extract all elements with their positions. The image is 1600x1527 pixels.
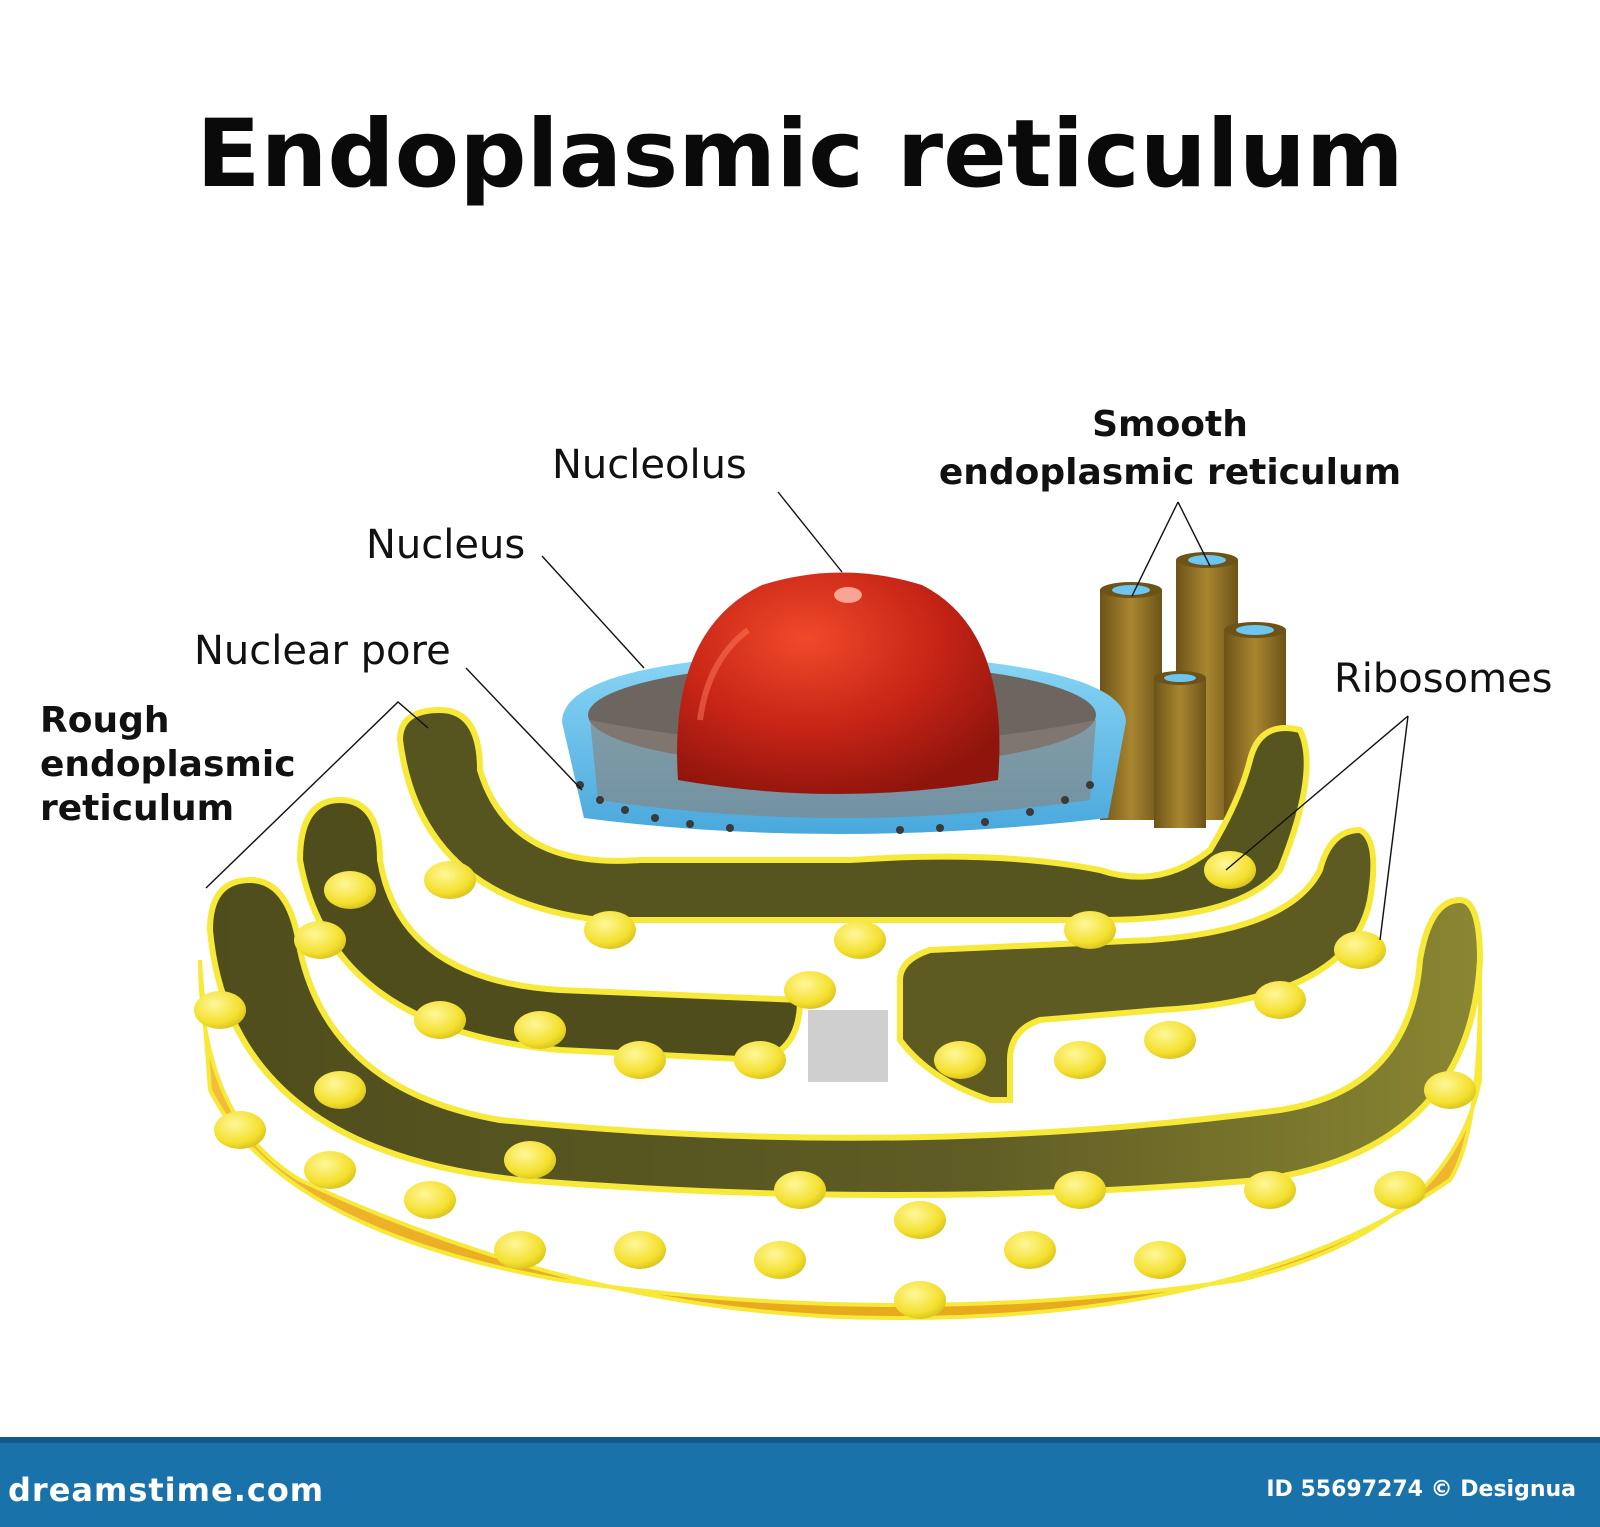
ribosome <box>1054 1041 1106 1079</box>
leader-lines <box>205 491 1409 941</box>
ribosome <box>774 1171 826 1209</box>
ribosome <box>834 921 886 959</box>
ribosomes <box>194 851 1476 1319</box>
label-smooth-er-line2: endoplasmic reticulum <box>939 452 1401 493</box>
nucleolus <box>677 572 1000 794</box>
ribosome <box>934 1041 986 1079</box>
label-nucleus: Nucleus <box>366 522 525 568</box>
ribosome <box>424 861 476 899</box>
label-nuclear-pore: Nuclear pore <box>194 628 451 674</box>
ribosome <box>1144 1021 1196 1059</box>
footer-bar: dreamstime.com ID 55697274 © Designua <box>0 1437 1600 1527</box>
ribosome <box>734 1041 786 1079</box>
nucleolus-leader <box>777 491 843 573</box>
ribosome <box>1204 851 1256 889</box>
label-rough-er-line1: Rough <box>40 700 169 741</box>
label-ribosomes: Ribosomes <box>1334 656 1553 702</box>
er-diagram: Nucleolus Nucleus Nuclear pore Rough end… <box>40 404 1553 1321</box>
smooth-er-leader-a <box>1131 501 1179 597</box>
lumen-gap <box>808 1010 888 1082</box>
nuclear-pores <box>576 781 1094 834</box>
ribosome <box>784 971 836 1009</box>
ribosome <box>1064 911 1116 949</box>
footer-credit: ID 55697274 © Designua <box>1266 1477 1576 1502</box>
ribosome <box>414 1001 466 1039</box>
ribosome <box>1254 981 1306 1019</box>
ribosome <box>324 871 376 909</box>
label-smooth-er-line1: Smooth <box>1092 404 1248 445</box>
nucleus-leader <box>541 555 645 669</box>
ribosome <box>1424 1071 1476 1109</box>
ribosome <box>1054 1171 1106 1209</box>
ribosome <box>1374 1171 1426 1209</box>
rough-er-leader <box>205 701 429 889</box>
ribosome <box>1134 1241 1186 1279</box>
ribosomes-leader-b <box>1379 715 1409 941</box>
ribosome <box>294 921 346 959</box>
label-rough-er-line3: reticulum <box>40 788 234 829</box>
ribosome <box>614 1231 666 1269</box>
ribosome <box>504 1141 556 1179</box>
smooth-er-tube <box>1154 671 1206 828</box>
ribosome <box>514 1011 566 1049</box>
footer-brand: dreamstime.com <box>8 1471 325 1509</box>
label-nucleolus: Nucleolus <box>552 442 747 488</box>
nuclear-pore-leader <box>465 667 583 791</box>
diagram-title: Endoplasmic reticulum <box>196 100 1404 209</box>
ribosome <box>1004 1231 1056 1269</box>
ribosome <box>754 1241 806 1279</box>
ribosome <box>304 1151 356 1189</box>
ribosome <box>894 1201 946 1239</box>
ribosome <box>494 1231 546 1269</box>
ribosome <box>404 1181 456 1219</box>
ribosome <box>214 1111 266 1149</box>
rough-er-lumen <box>206 876 1484 1198</box>
ribosomes-leader-a <box>1225 715 1409 871</box>
label-rough-er-line2: endoplasmic <box>40 744 296 785</box>
ribosome <box>1244 1171 1296 1209</box>
ribosome <box>314 1071 366 1109</box>
ribosome <box>584 911 636 949</box>
ribosome <box>894 1281 946 1319</box>
smooth-er-leader-b <box>1177 501 1211 567</box>
ribosome <box>614 1041 666 1079</box>
ribosome <box>194 991 246 1029</box>
nucleus <box>562 572 1126 834</box>
ribosome <box>1334 931 1386 969</box>
